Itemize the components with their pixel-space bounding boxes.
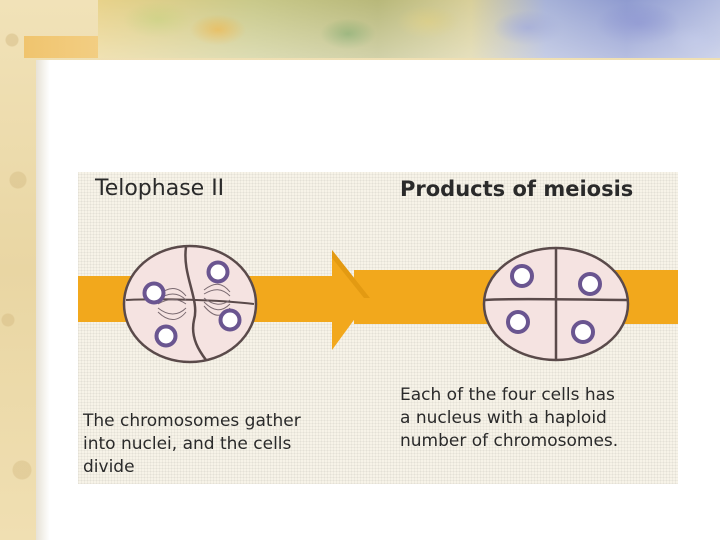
nucleus-1 bbox=[145, 284, 164, 303]
product-nucleus-1 bbox=[512, 266, 532, 286]
nucleus-2 bbox=[209, 263, 228, 282]
telophase-cell bbox=[124, 246, 256, 362]
telophase-caption: The chromosomes gather into nuclei, and … bbox=[83, 410, 373, 479]
nucleus-4 bbox=[221, 311, 240, 330]
products-title: Products of meiosis bbox=[400, 177, 633, 201]
telophase-title: Telophase II bbox=[95, 176, 224, 201]
product-nucleus-3 bbox=[508, 312, 528, 332]
product-nucleus-4 bbox=[573, 322, 593, 342]
nucleus-3 bbox=[157, 327, 176, 346]
product-nucleus-2 bbox=[580, 274, 600, 294]
products-caption: Each of the four cells has a nucleus wit… bbox=[400, 384, 675, 453]
product-cells bbox=[484, 248, 628, 360]
